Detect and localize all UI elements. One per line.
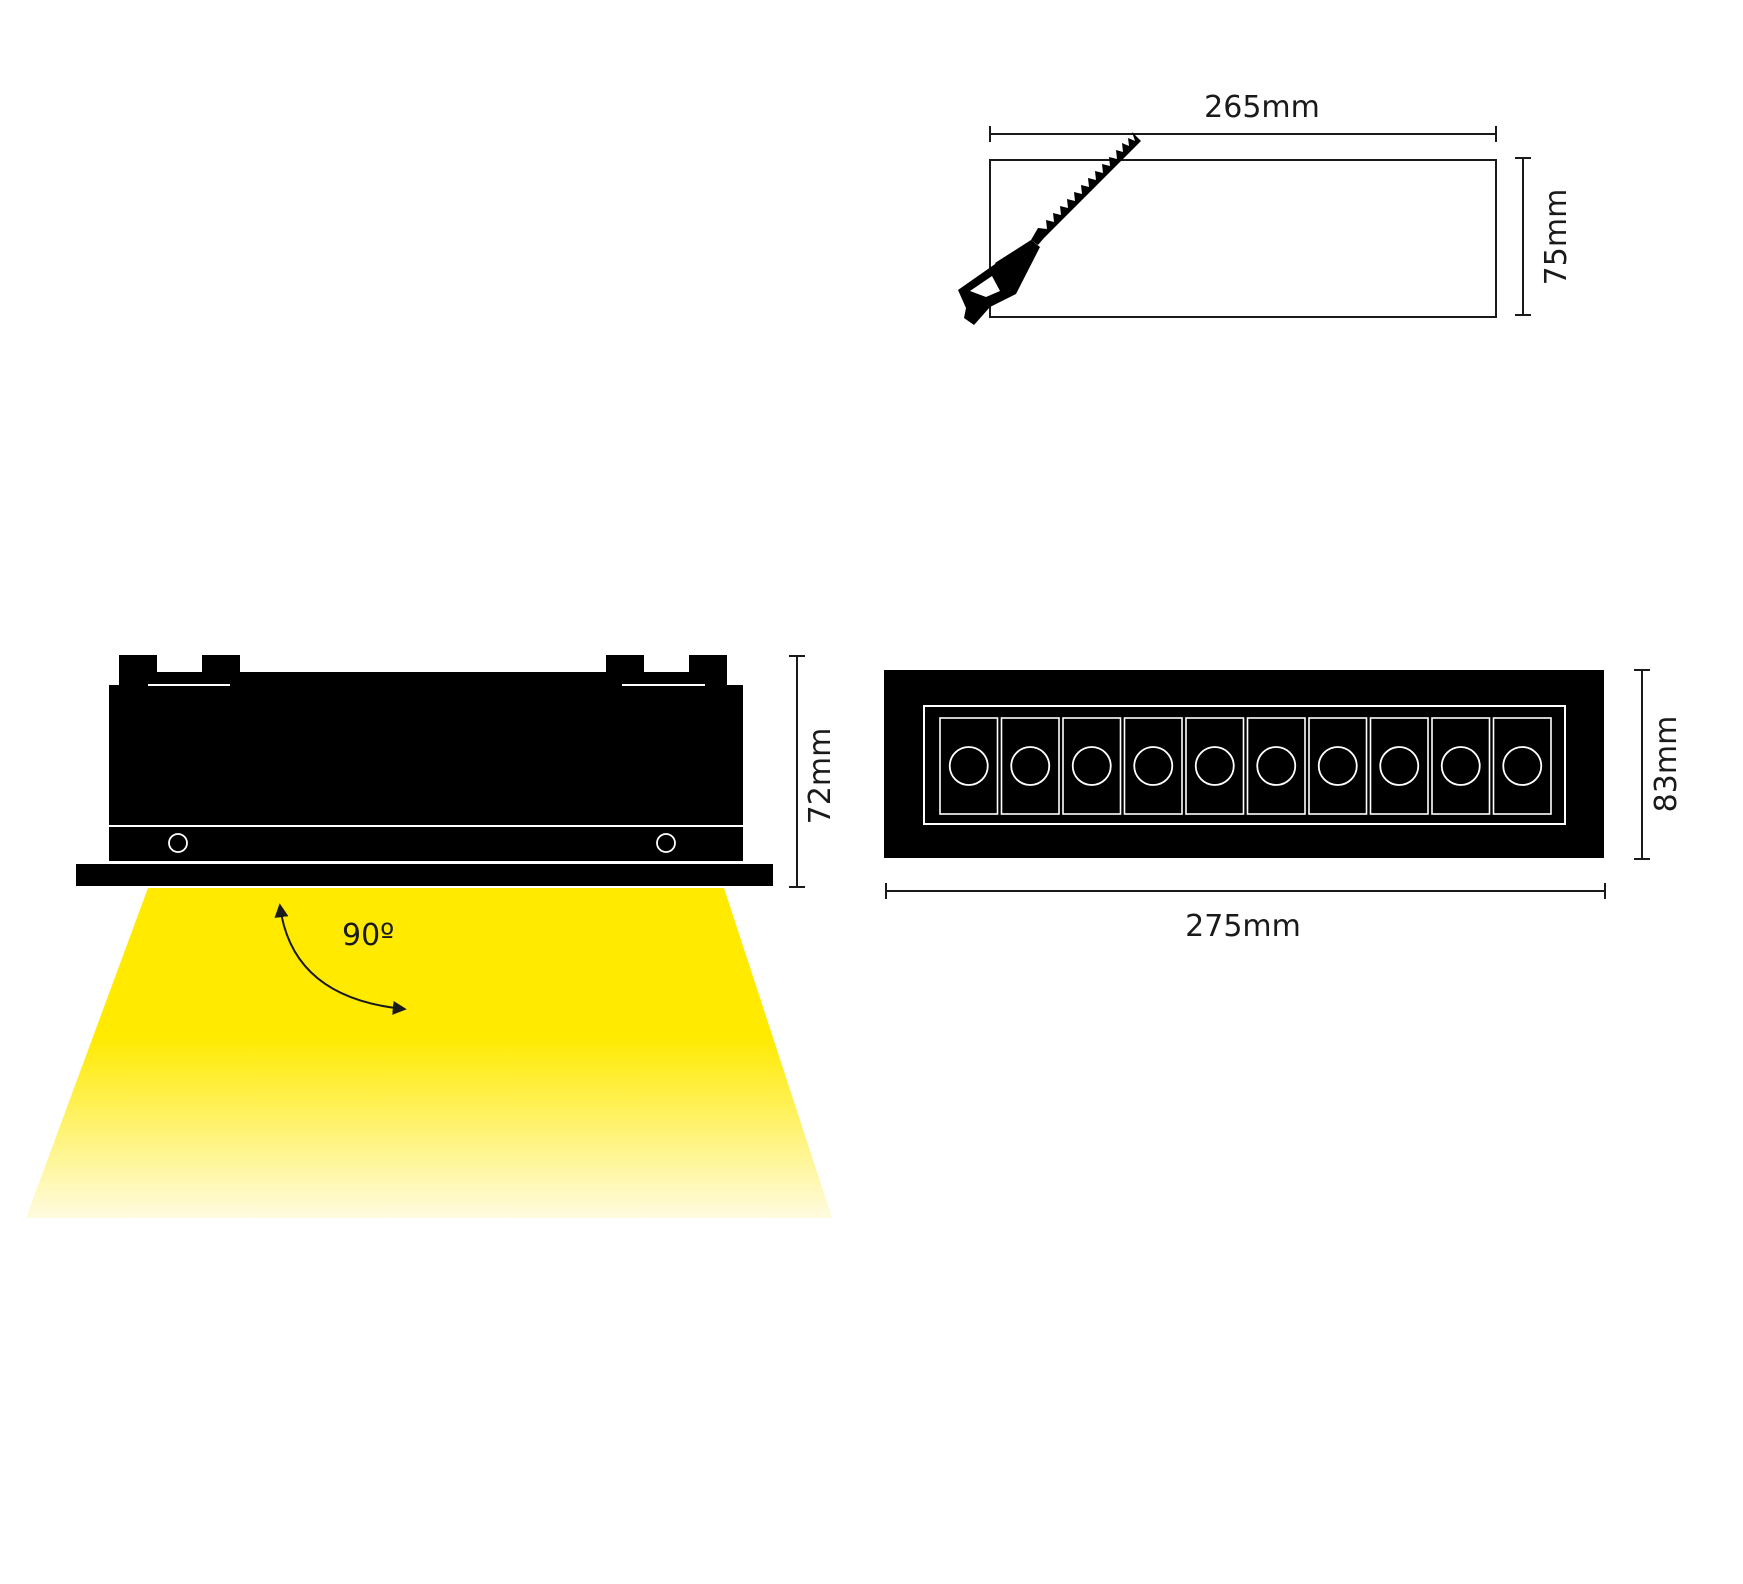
mounting-clip-left xyxy=(119,655,240,686)
side-view: 72mm 90º xyxy=(26,655,838,1218)
led-lens xyxy=(1379,746,1420,786)
led-cell xyxy=(1492,717,1552,815)
housing-top xyxy=(240,672,606,686)
led-lens xyxy=(948,746,989,786)
led-cell xyxy=(1123,717,1183,815)
saw-icon xyxy=(958,132,1141,325)
front-view: 83mm 275mm xyxy=(884,669,1684,944)
housing-body xyxy=(109,685,743,861)
led-cell xyxy=(1369,717,1429,815)
trim-flange xyxy=(76,864,773,886)
mounting-clip-right xyxy=(606,655,727,686)
beam-angle-label: 90º xyxy=(342,918,394,953)
led-lens xyxy=(1256,746,1297,786)
screw-left xyxy=(168,833,188,853)
led-lens xyxy=(1194,746,1235,786)
front-width-label: 275mm xyxy=(1185,909,1301,944)
beam-angle-arrow xyxy=(274,903,407,1015)
led-cell xyxy=(1308,717,1368,815)
screw-right xyxy=(656,833,676,853)
side-height-dimension xyxy=(789,655,805,888)
led-cell xyxy=(1185,717,1245,815)
led-cell xyxy=(939,717,999,815)
led-lens xyxy=(1317,746,1358,786)
led-lens xyxy=(1502,746,1543,786)
led-cell xyxy=(1246,717,1306,815)
front-height-dimension xyxy=(1634,669,1650,860)
side-height-label: 72mm xyxy=(803,728,838,825)
cutout-height-label: 75mm xyxy=(1539,189,1574,286)
led-lens xyxy=(1440,746,1481,786)
led-lens xyxy=(1010,746,1051,786)
cutout-width-label: 265mm xyxy=(1204,90,1320,125)
cutout-outline xyxy=(989,159,1497,318)
led-cell xyxy=(1000,717,1060,815)
led-lens xyxy=(1071,746,1112,786)
led-cell xyxy=(1431,717,1491,815)
led-cell xyxy=(1062,717,1122,815)
front-height-label: 83mm xyxy=(1649,716,1684,813)
led-array-frame xyxy=(923,705,1566,825)
cutout-view: 265mm 75mm xyxy=(958,90,1574,325)
light-beam xyxy=(26,888,832,1218)
cutout-height-dimension xyxy=(1515,157,1531,316)
led-cells xyxy=(939,717,1552,815)
front-width-dimension xyxy=(885,883,1606,899)
led-lens xyxy=(1133,746,1174,786)
cutout-width-dimension xyxy=(989,126,1497,142)
